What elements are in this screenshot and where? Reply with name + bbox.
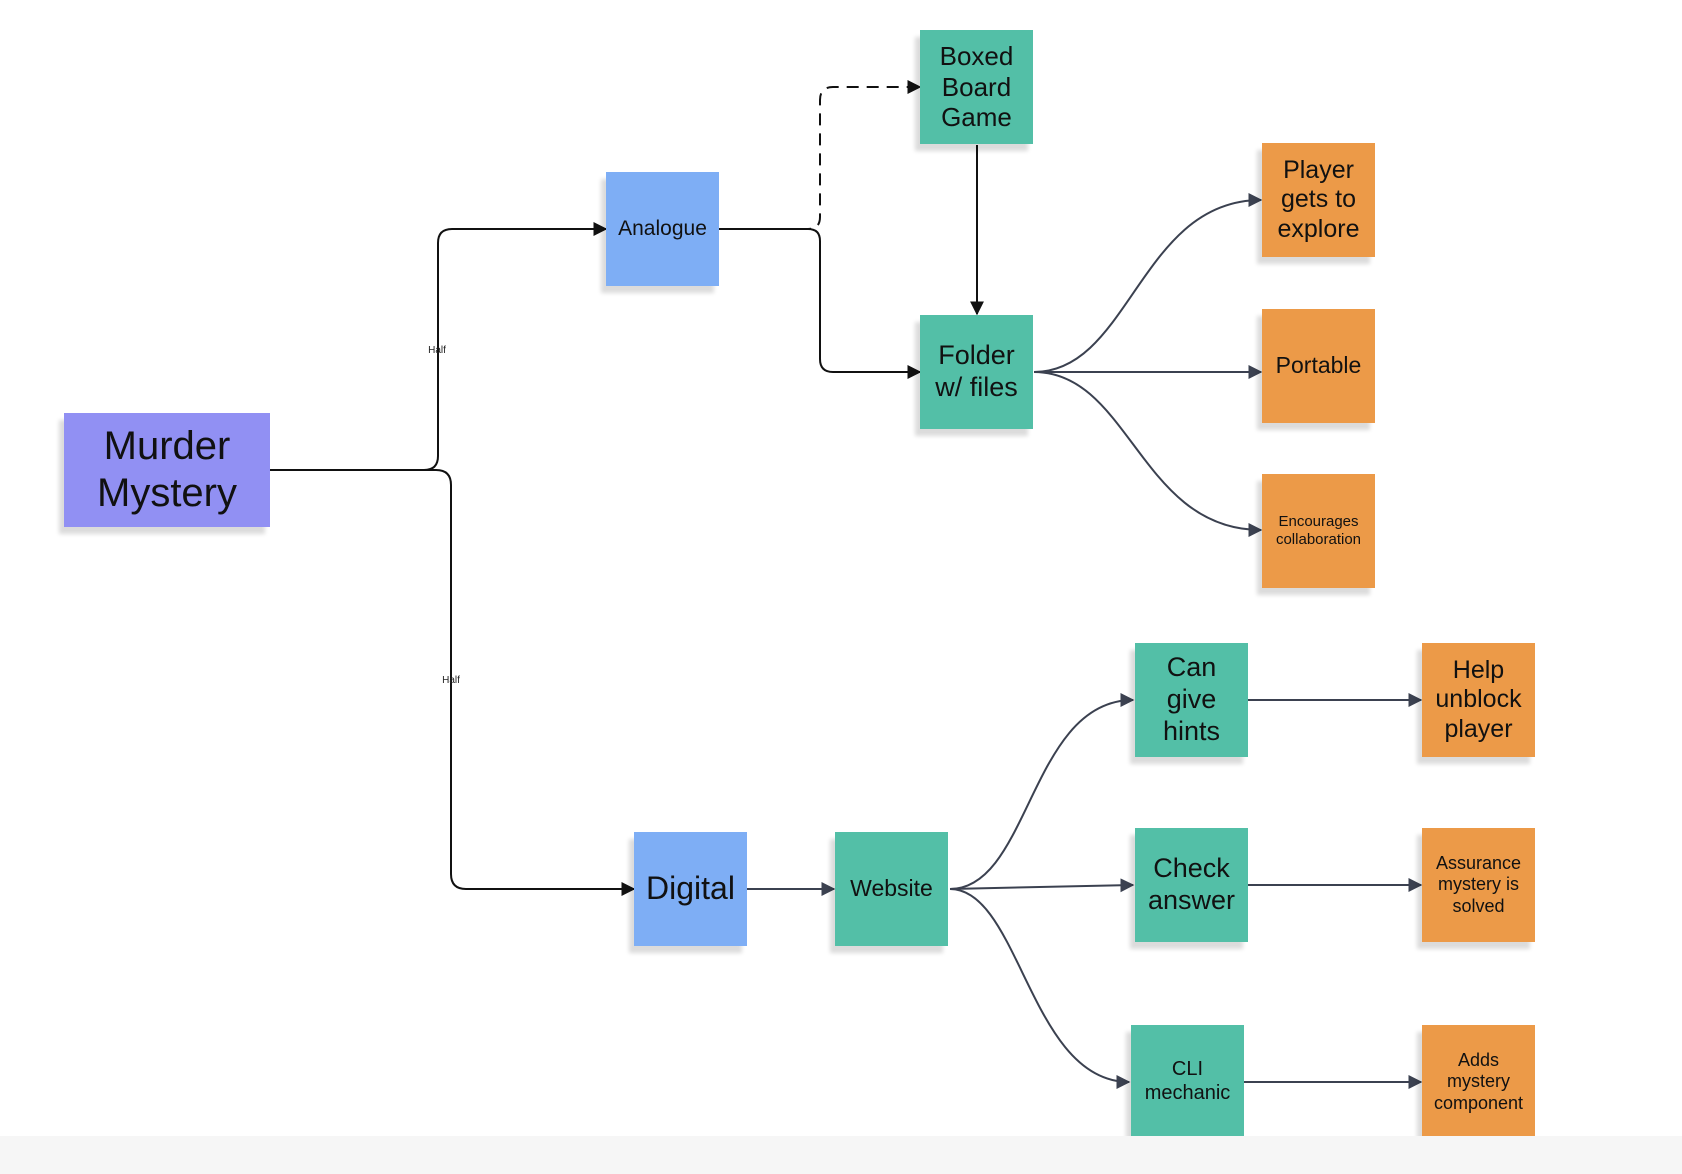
sticky-player-gets-to-explore[interactable]: Player gets to explore: [1262, 143, 1375, 257]
edge-label-half-digital: Half: [442, 675, 460, 686]
sticky-label: Portable: [1275, 352, 1362, 379]
connector-analogue-folder: [719, 228, 922, 379]
sticky-portable[interactable]: Portable: [1262, 309, 1375, 423]
sticky-label: Murder Mystery: [97, 423, 237, 515]
sticky-label: Boxed Board Game: [939, 40, 1014, 133]
sticky-adds-mystery-component[interactable]: Adds mystery component: [1422, 1025, 1535, 1139]
sticky-label: CLI mechanic: [1144, 1058, 1231, 1104]
connector-website-cli: [949, 888, 1131, 1089]
sticky-label: Analogue: [618, 216, 707, 240]
sticky-label: Encourages collaboration: [1275, 513, 1362, 548]
sticky-label: Can give hints: [1162, 652, 1221, 746]
sticky-boxed-board-game[interactable]: Boxed Board Game: [920, 30, 1033, 144]
sticky-assurance-mystery-solved[interactable]: Assurance mystery is solved: [1422, 828, 1535, 942]
connector-folder-explore: [1033, 193, 1263, 373]
sticky-label: Player gets to explore: [1277, 155, 1360, 243]
sticky-digital[interactable]: Digital: [634, 832, 747, 946]
sticky-murder-mystery[interactable]: Murder Mystery: [64, 413, 270, 527]
sticky-label: Website: [850, 875, 933, 902]
sticky-website[interactable]: Website: [835, 832, 948, 946]
sticky-label: Check answer: [1147, 853, 1236, 915]
connector-mystery-digital: [270, 469, 636, 896]
sticky-label: Digital: [646, 870, 735, 907]
connector-analogue-boxed-game-dashed: [719, 80, 922, 230]
sticky-label: Help unblock player: [1435, 655, 1522, 743]
sticky-label: Assurance mystery is solved: [1435, 853, 1522, 916]
connector-folder-collaboration: [1033, 371, 1263, 537]
sticky-encourages-collaboration[interactable]: Encourages collaboration: [1262, 474, 1375, 588]
sticky-folder-with-files[interactable]: Folder w/ files: [920, 315, 1033, 429]
bottom-bar: [0, 1136, 1682, 1174]
sticky-check-answer[interactable]: Check answer: [1135, 828, 1248, 942]
edge-label-half-analogue: Half: [428, 345, 446, 356]
connector-website-hints: [949, 693, 1135, 890]
sticky-can-give-hints[interactable]: Can give hints: [1135, 643, 1248, 757]
sticky-help-unblock-player[interactable]: Help unblock player: [1422, 643, 1535, 757]
connector-website-check-answer: [949, 878, 1135, 893]
sticky-cli-mechanic[interactable]: CLI mechanic: [1131, 1025, 1244, 1139]
sticky-analogue[interactable]: Analogue: [606, 172, 719, 286]
sticky-label: Adds mystery component: [1433, 1050, 1524, 1113]
sticky-label: Folder w/ files: [935, 340, 1018, 402]
